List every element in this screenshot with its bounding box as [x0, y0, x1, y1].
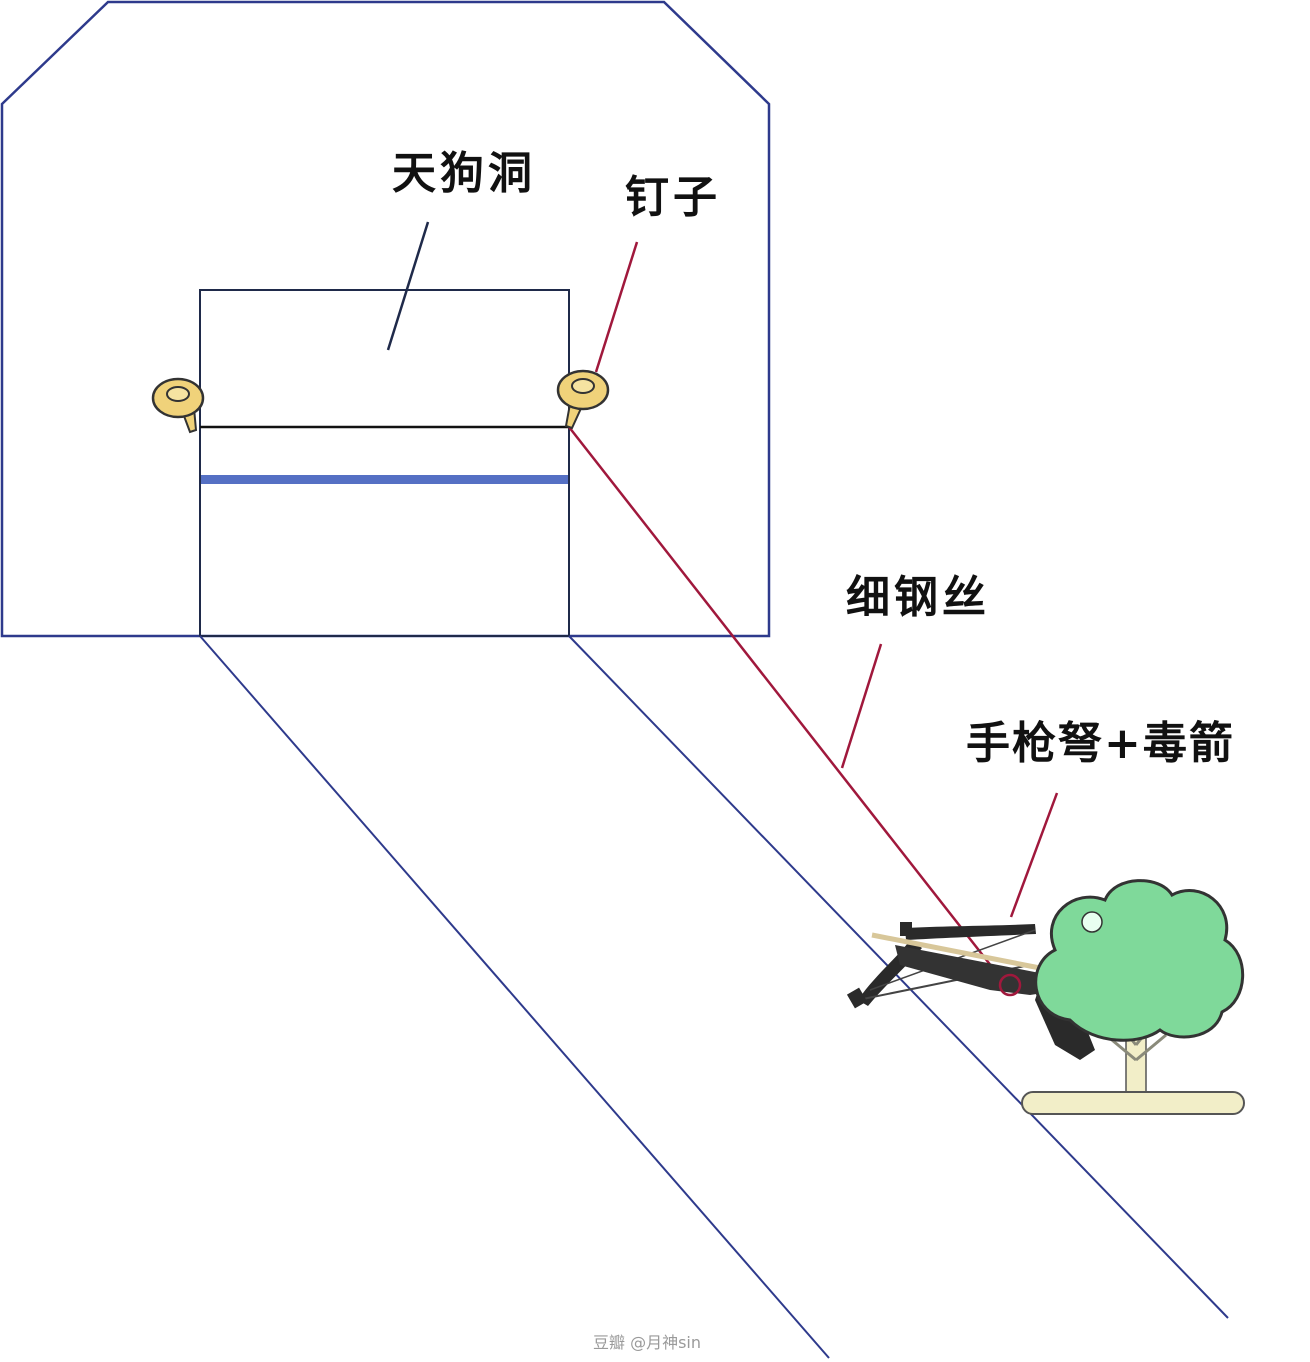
leader-wire: [840, 643, 883, 769]
watermark: 豆瓣 @月神sin: [593, 1333, 702, 1352]
nail-right-icon: [556, 369, 610, 430]
floor-line-right: [568, 635, 1229, 1319]
nail-label: 钉子: [625, 172, 721, 223]
ground-base: [1021, 1091, 1245, 1115]
floor-line-left: [199, 635, 830, 1359]
tiangou-hole-label: 天狗洞: [392, 148, 536, 199]
pistol-crossbow-icon: [846, 922, 1095, 1060]
leader-crossbow: [1009, 792, 1059, 918]
tiangou-hole-frame: [199, 289, 570, 637]
tree-canopy-icon: [1034, 879, 1245, 1042]
crossbow-label: 手枪弩+毒箭: [966, 718, 1235, 769]
blue-bar: [201, 475, 568, 484]
leader-tiangou: [386, 221, 430, 351]
steel-wire-label: 细钢丝: [846, 572, 990, 623]
building-outline: [0, 0, 771, 638]
steel-wire: [568, 426, 1011, 991]
leader-nail: [594, 241, 639, 373]
nail-left-icon: [151, 377, 205, 434]
